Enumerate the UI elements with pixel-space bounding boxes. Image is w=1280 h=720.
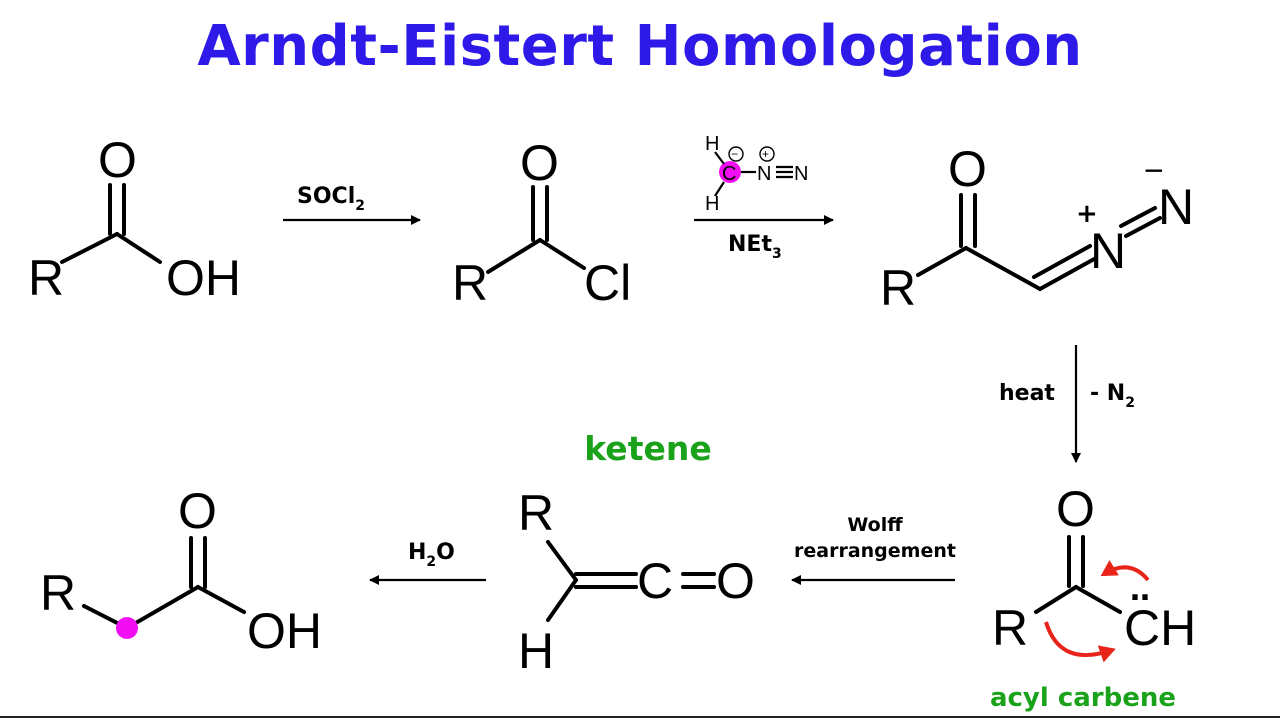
svg-text:SOCl2: SOCl2 [297, 184, 365, 214]
diazoketone-plus: + [1076, 199, 1098, 229]
step5-subscript: 2 [426, 554, 436, 570]
curved-arrow-bottom [1044, 621, 1116, 663]
ketene-carbon: C [637, 553, 673, 609]
diazomethane-n-right: N [794, 163, 808, 185]
step4-line1: Wolff [847, 514, 903, 536]
step4-line2: rearrangement [794, 540, 956, 562]
step2-arrow: H H C − N + N NEt3 [694, 133, 834, 262]
diazoketone-n1: N [1090, 223, 1126, 279]
ketene-label: ketene [584, 429, 711, 468]
step5-arrow: H2O [369, 540, 486, 585]
acyl-carbene-r-group: R [992, 600, 1028, 656]
step3-loss: - N [1090, 381, 1125, 406]
diazoketone-minus: − [1144, 152, 1164, 190]
step3-loss-subscript: 2 [1125, 395, 1135, 411]
diazoketone: O R N N + − [880, 141, 1194, 316]
diazomethane-h-top: H [705, 133, 719, 155]
ketene-oxygen: O [716, 553, 755, 609]
ketene-hydrogen: H [518, 623, 554, 679]
highlight-carbon-dot [719, 161, 741, 183]
acyl-carbene-label: acyl carbene [990, 683, 1176, 713]
acyl-chloride: O R Cl [452, 135, 631, 311]
carbanion-charge: − [731, 147, 738, 161]
ketene: ketene R H C O [518, 429, 755, 679]
homologated-acid: O R OH [40, 483, 322, 659]
product-hydroxyl: OH [247, 603, 322, 659]
svg-text:- N2: - N2 [1090, 381, 1135, 411]
diazoketone-n2: N [1158, 179, 1194, 235]
step1-reagent-subscript: 2 [355, 198, 365, 214]
step5-h: H [408, 540, 426, 565]
page-title: Arndt-Eistert Homologation [197, 14, 1083, 79]
acyl-carbene-oxygen: O [1056, 481, 1095, 537]
diazoketone-r-group: R [880, 260, 916, 316]
product-r-group: R [40, 565, 76, 621]
acyl-chloride-r-group: R [452, 255, 488, 311]
carboxylic-acid: O R OH [28, 132, 241, 306]
bottom-divider [0, 716, 1280, 718]
acyl-chloride-chlorine: Cl [584, 255, 631, 311]
carbene-lone-pair: ‥ [1130, 573, 1150, 608]
new-carbon-dot [116, 617, 138, 639]
svg-text:H2O: H2O [408, 540, 455, 570]
diazomethane-carbon: C [722, 163, 736, 185]
acyl-carbene-ch: CH [1124, 600, 1196, 656]
diazomethane-h-bottom: H [705, 193, 719, 215]
step3-arrow: heat - N2 [999, 345, 1135, 463]
acid-oxygen: O [98, 132, 137, 188]
step1-arrow: SOCl2 [283, 184, 421, 225]
curved-arrow-top [1100, 560, 1150, 582]
product-oxygen: O [178, 483, 217, 539]
step2-base: NEt [728, 232, 772, 257]
ketene-r-group: R [518, 485, 554, 541]
acid-hydroxyl: OH [166, 250, 241, 306]
step1-reagent: SOCl [297, 184, 355, 209]
step5-o: O [436, 540, 455, 565]
step2-base-subscript: 3 [772, 246, 782, 262]
diazoketone-oxygen: O [948, 141, 987, 197]
step3-heat: heat [999, 381, 1055, 406]
nitrogen-charge: + [762, 147, 769, 161]
acid-r-group: R [28, 250, 64, 306]
svg-text:NEt3: NEt3 [728, 232, 782, 262]
step4-arrow: Wolff rearrangement [791, 514, 956, 585]
diazomethane-n-left: N [757, 163, 771, 185]
acyl-carbene: O R CH ‥ acyl carbene [990, 481, 1196, 713]
acyl-chloride-oxygen: O [520, 135, 559, 191]
